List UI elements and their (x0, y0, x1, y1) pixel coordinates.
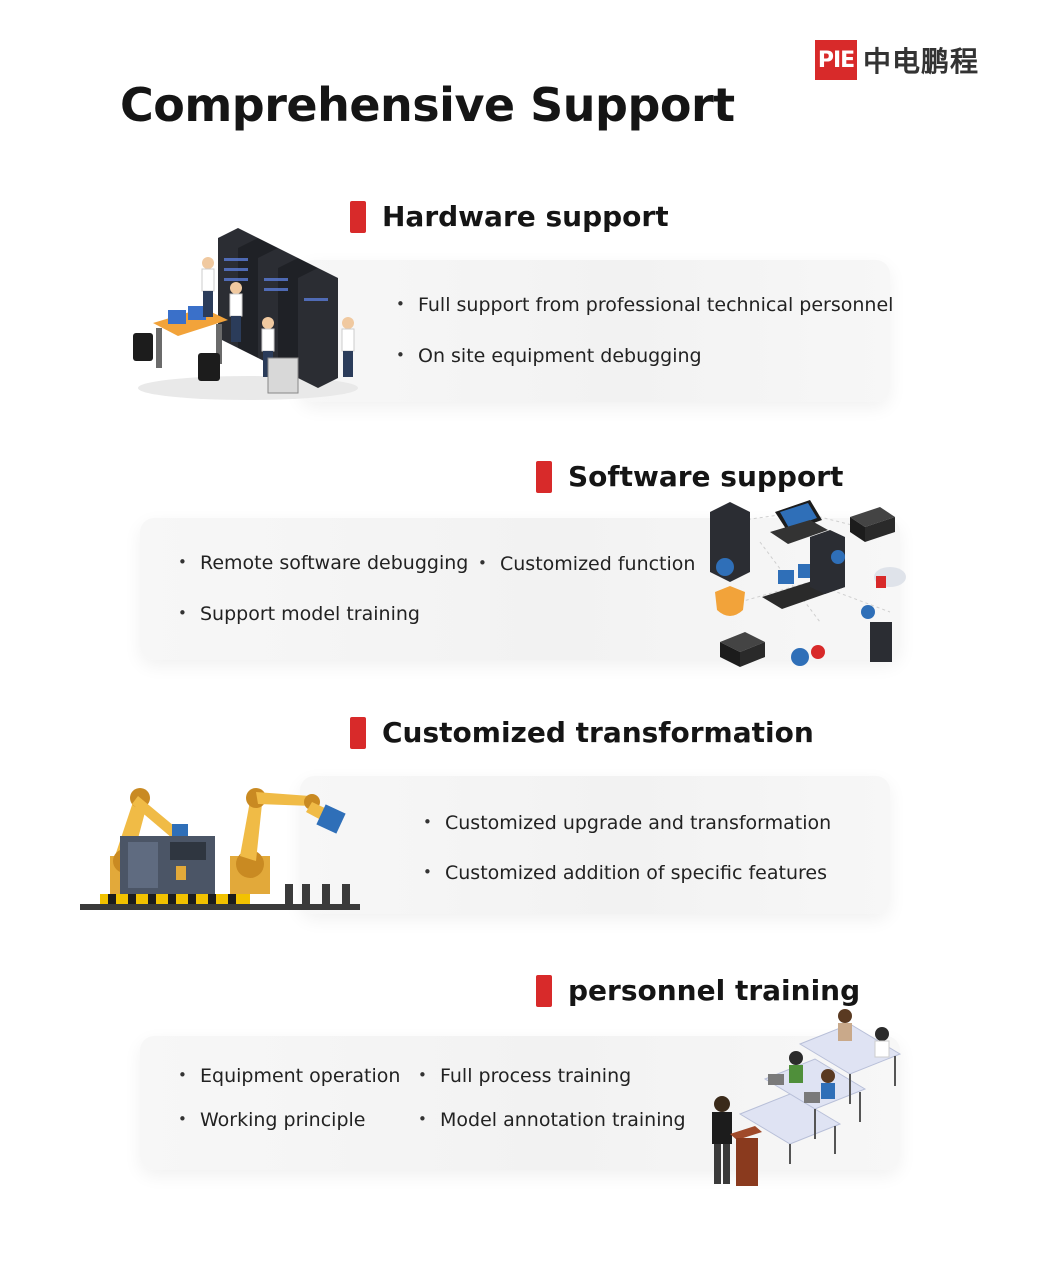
section-marker (536, 974, 552, 1007)
section-marker (350, 200, 366, 233)
page-title: Comprehensive Support (120, 78, 735, 132)
transformation-bullet-2: Customized addition of specific features (423, 862, 827, 884)
section-software-card (140, 518, 900, 660)
section-transformation-header: Customized transformation (350, 716, 814, 749)
brand-name: 中电鹏程 (863, 45, 980, 78)
industrial-robot-arms-icon (80, 788, 360, 910)
section-hardware-card (300, 260, 890, 402)
server-room-technicians-icon (133, 228, 358, 400)
section-marker (350, 716, 366, 749)
software-bullet-2: Customized function (478, 553, 695, 575)
classroom-training-icon (712, 1009, 902, 1186)
section-transformation-card (300, 776, 890, 914)
section-transformation-title: Customized transformation (382, 716, 814, 749)
training-bullet-1: Equipment operation (178, 1065, 400, 1087)
hardware-bullet-1: Full support from professional technical… (396, 294, 893, 316)
section-software-title: Software support (568, 460, 844, 493)
training-bullet-2: Full process training (418, 1065, 631, 1087)
brand-logo: PIE 中电鹏程 (815, 40, 979, 80)
transformation-bullet-1: Customized upgrade and transformation (423, 812, 831, 834)
section-software-header: Software support (536, 460, 843, 493)
software-bullet-1: Remote software debugging (178, 552, 468, 574)
hardware-bullet-2: On site equipment debugging (396, 345, 702, 367)
software-network-icon (710, 500, 906, 667)
training-bullet-4: Model annotation training (418, 1109, 686, 1131)
section-training-header: personnel training (536, 974, 860, 1007)
software-bullet-3: Support model training (178, 603, 420, 625)
brand-mark: PIE (815, 40, 857, 80)
section-marker (536, 460, 552, 493)
section-hardware-title: Hardware support (382, 200, 669, 233)
section-training-title: personnel training (568, 974, 861, 1007)
section-hardware-header: Hardware support (350, 200, 669, 233)
training-bullet-3: Working principle (178, 1109, 365, 1131)
